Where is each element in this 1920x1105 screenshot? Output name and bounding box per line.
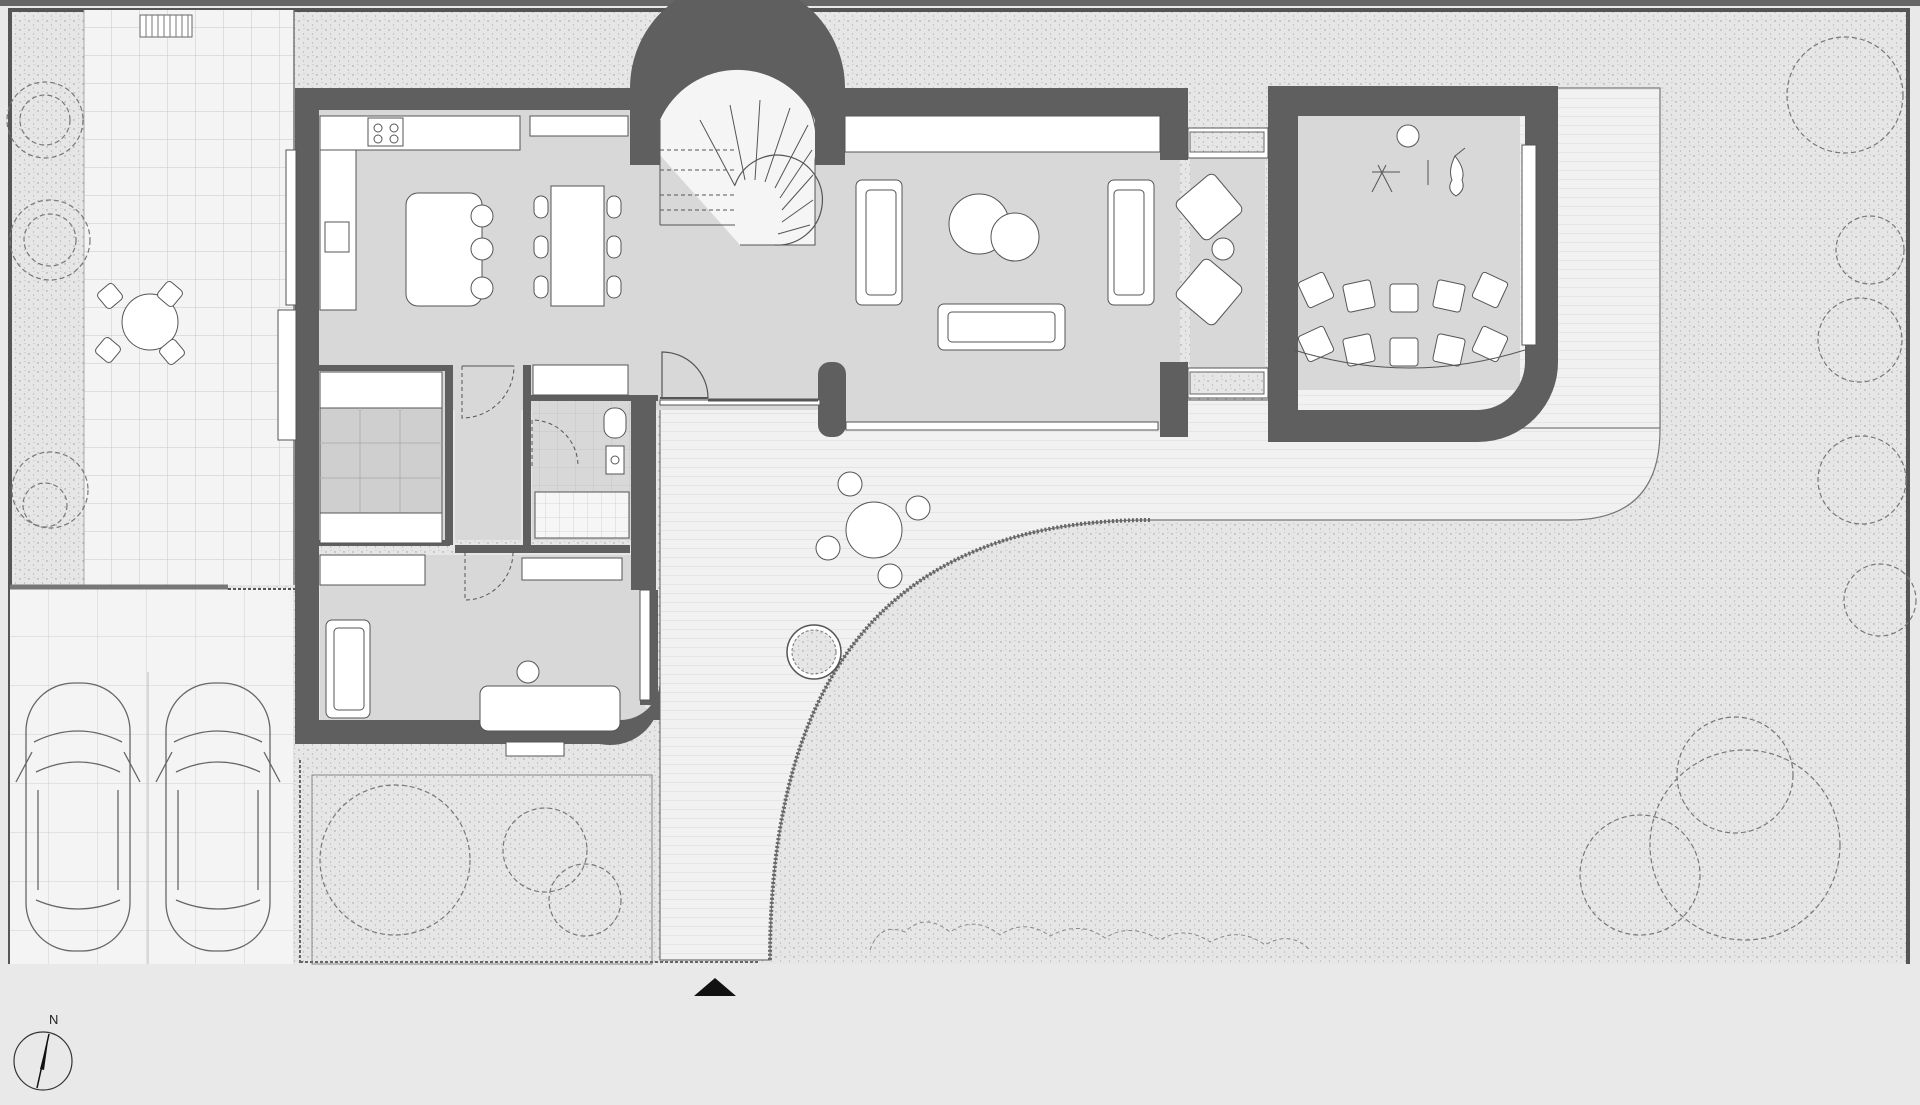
car-right (155, 682, 281, 952)
parking-area (10, 587, 294, 964)
terrace-table (95, 281, 185, 365)
music-room (1293, 124, 1526, 369)
audience-chairs (1297, 271, 1509, 367)
planters (1189, 131, 1265, 395)
car-left (15, 682, 141, 952)
utility-room (319, 371, 443, 544)
trees (6, 36, 1917, 941)
kitchen-counter (319, 115, 521, 311)
front-planting-bed (311, 774, 653, 965)
deck-planter (786, 624, 842, 680)
hedge (869, 921, 1311, 951)
entrance-arrow (694, 978, 736, 996)
bathroom (532, 364, 630, 539)
doors (461, 351, 818, 601)
deck-table (815, 471, 931, 589)
street (0, 964, 1920, 1105)
office-furniture (319, 554, 623, 732)
dining-table (533, 185, 622, 307)
north-label: N (49, 1012, 59, 1027)
plot-boundary (8, 8, 1910, 964)
walls (295, 0, 1559, 746)
north-compass (13, 1031, 73, 1091)
living-furniture (855, 173, 1243, 351)
